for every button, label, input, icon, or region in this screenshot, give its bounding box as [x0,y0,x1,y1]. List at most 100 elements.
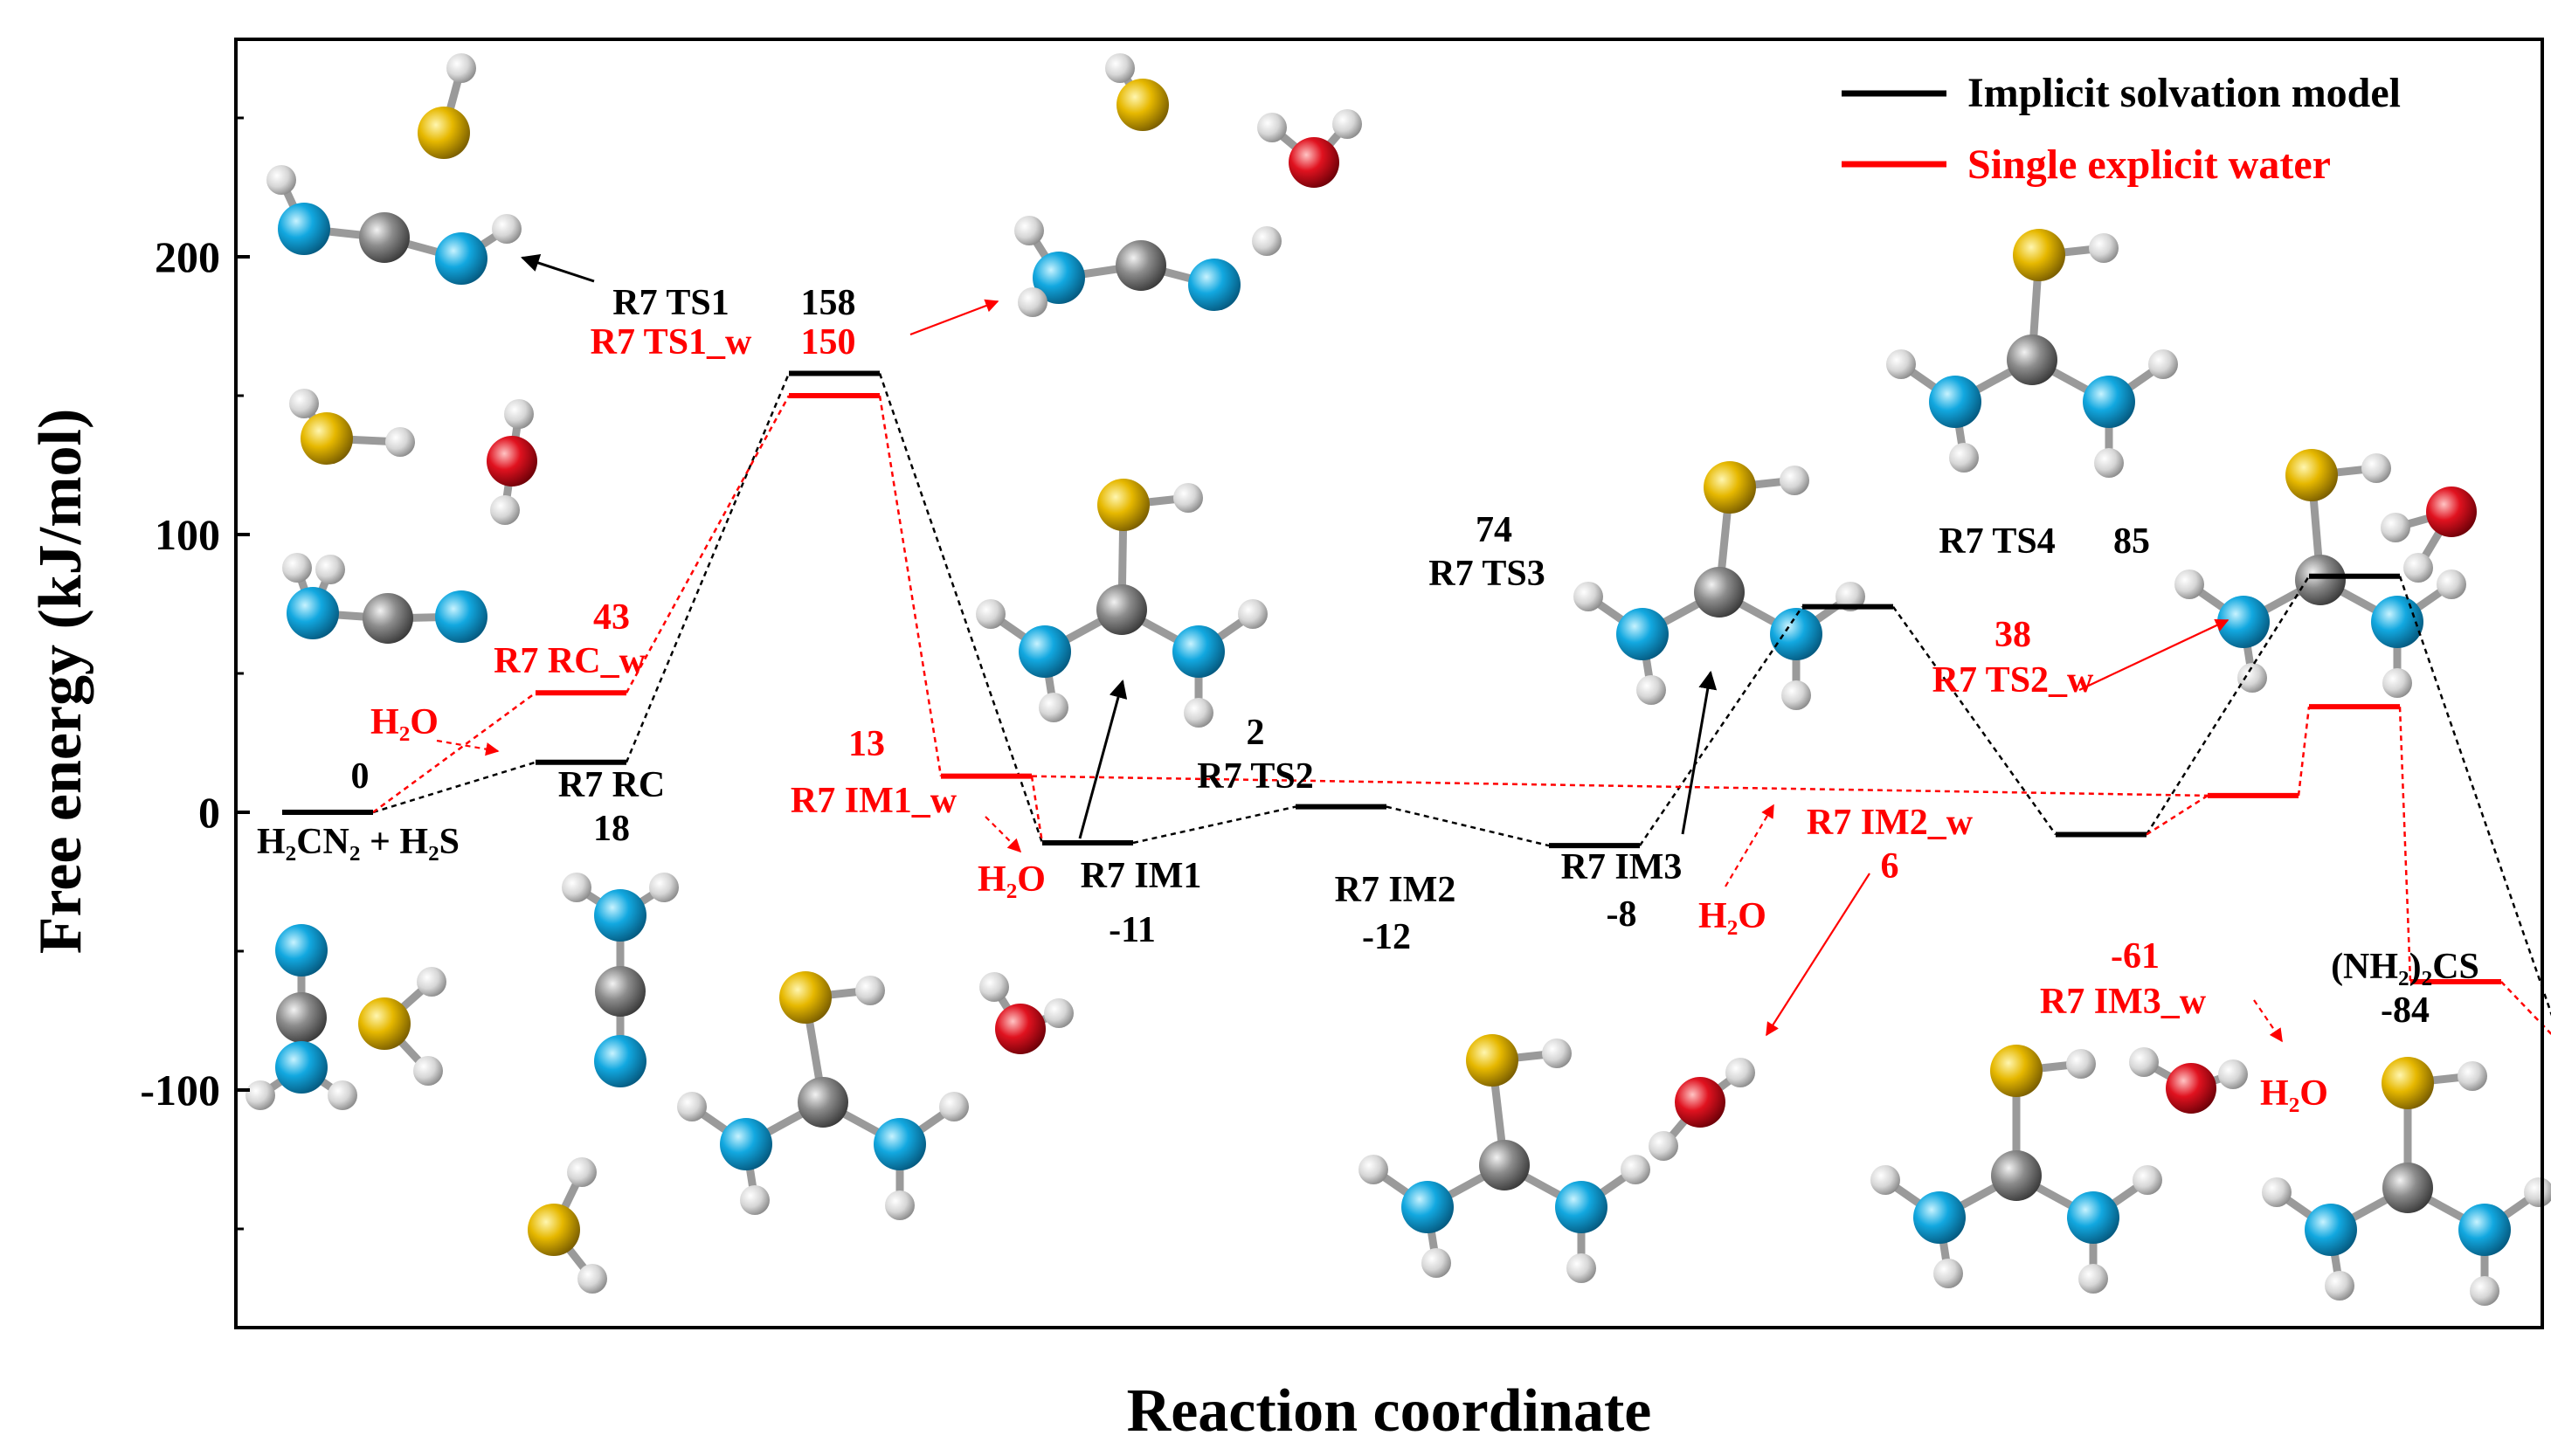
state-label: 38 [1994,615,2031,655]
atom-O [1675,1077,1725,1128]
legend-label-explicit: Single explicit water [1967,141,2331,188]
state-label: -84 [2381,990,2430,1031]
atom-H [939,1092,969,1121]
state-label: 74 [1476,510,1512,550]
state-label: R7 TS4 [1939,521,2055,562]
connector [2398,576,2551,1017]
atom-O [2426,486,2477,537]
connector [2145,576,2311,836]
state-label: 0 [351,756,370,797]
connector [1891,605,2057,836]
state-label: -8 [1607,894,1637,935]
atom-H [2403,553,2433,583]
annotation-arrow [1078,679,1128,839]
state-label: R7 IM1_w [791,781,957,821]
atom-N [720,1118,772,1170]
atom-C [2007,335,2057,385]
connector [878,373,1044,844]
energy-levels [282,370,2501,984]
atom-C [359,212,410,263]
atom-N [1033,252,1085,304]
y-axis-title: Free energy (kJ/mol) [27,409,94,955]
atom-O [2166,1063,2216,1114]
atom-H [1421,1248,1451,1278]
atom-N [278,203,330,255]
atom-H [1835,582,1865,611]
state-label: H₂O [978,859,1046,900]
state-label: -12 [1362,917,1411,957]
annotation-arrow [436,739,500,756]
atom-H [2524,1177,2551,1207]
atom-H [677,1092,707,1121]
state-label: R7 IM3 [1561,847,1683,887]
pathway-connectors [372,373,2551,1036]
state-label: H₂O [370,702,439,742]
state-label: R7 RC_w [494,641,646,681]
atom-S [1466,1034,1518,1087]
atom-H [2237,663,2267,693]
atom-H [1649,1131,1678,1161]
state-label: 150 [801,322,856,362]
atom-N [594,889,646,942]
atom-C [1991,1150,2042,1201]
state-label: R7 IM2 [1335,870,1456,910]
atom-S [418,107,470,159]
atom-H [979,972,1009,1002]
atom-H [1870,1165,1900,1195]
atom-H [245,1080,275,1110]
atom-H [266,165,296,195]
state-label: H₂O [2260,1073,2328,1114]
atom-H [282,553,312,583]
atom-H [1105,53,1135,83]
atom-O [995,1004,1046,1054]
atom-S [528,1204,580,1256]
atom-S [779,971,832,1024]
atom-S [1990,1045,2043,1097]
state-label: R7 TS3 [1428,554,1545,594]
connector [372,761,536,814]
thiourea-molecule [2262,1057,2551,1306]
atom-N [2067,1191,2119,1244]
atom-N [1172,625,1225,678]
atom-H [2382,668,2412,698]
atom-H [328,1080,357,1110]
state-label: H₂CN₂ + H₂S [257,822,460,862]
atom-H [2078,1264,2108,1294]
state-label: R7 TS2_w [1932,660,2094,700]
atom-H [649,873,679,902]
atom-C [1479,1140,1530,1190]
atom-H [1566,1253,1596,1283]
atom-H [885,1190,915,1220]
connector [2398,707,2412,983]
atom-H [976,599,1006,629]
connector [1132,805,1296,845]
atom-C [798,1077,848,1128]
state-label: 85 [2113,521,2150,562]
cyanamide-molecule [245,924,357,1110]
atom-N [287,587,339,639]
atom-H [2325,1271,2354,1301]
water-molecule [2129,1047,2248,1114]
atom-C [363,593,413,644]
annotation-arrow [1766,873,1870,1037]
h2s-molecule [1105,53,1169,131]
atom-S [2382,1057,2434,1109]
h2s-molecule [289,389,415,465]
atom-N [2305,1204,2357,1256]
atom-S [2285,449,2338,501]
atom-N [2217,596,2270,648]
atom-N [1188,259,1241,311]
state-label: R7 TS2 [1197,756,1313,797]
thiourea-molecule [677,971,969,1220]
legend: Implicit solvation model Single explicit… [1842,70,2401,188]
annotation-arrow [1725,804,1774,887]
atom-H [1173,483,1203,513]
atom-H [2458,1061,2487,1091]
atom-H [1332,109,1362,139]
state-label: 158 [801,283,856,323]
atom-N [2371,596,2423,648]
atom-S [358,997,411,1050]
atom-N [1616,608,1669,660]
